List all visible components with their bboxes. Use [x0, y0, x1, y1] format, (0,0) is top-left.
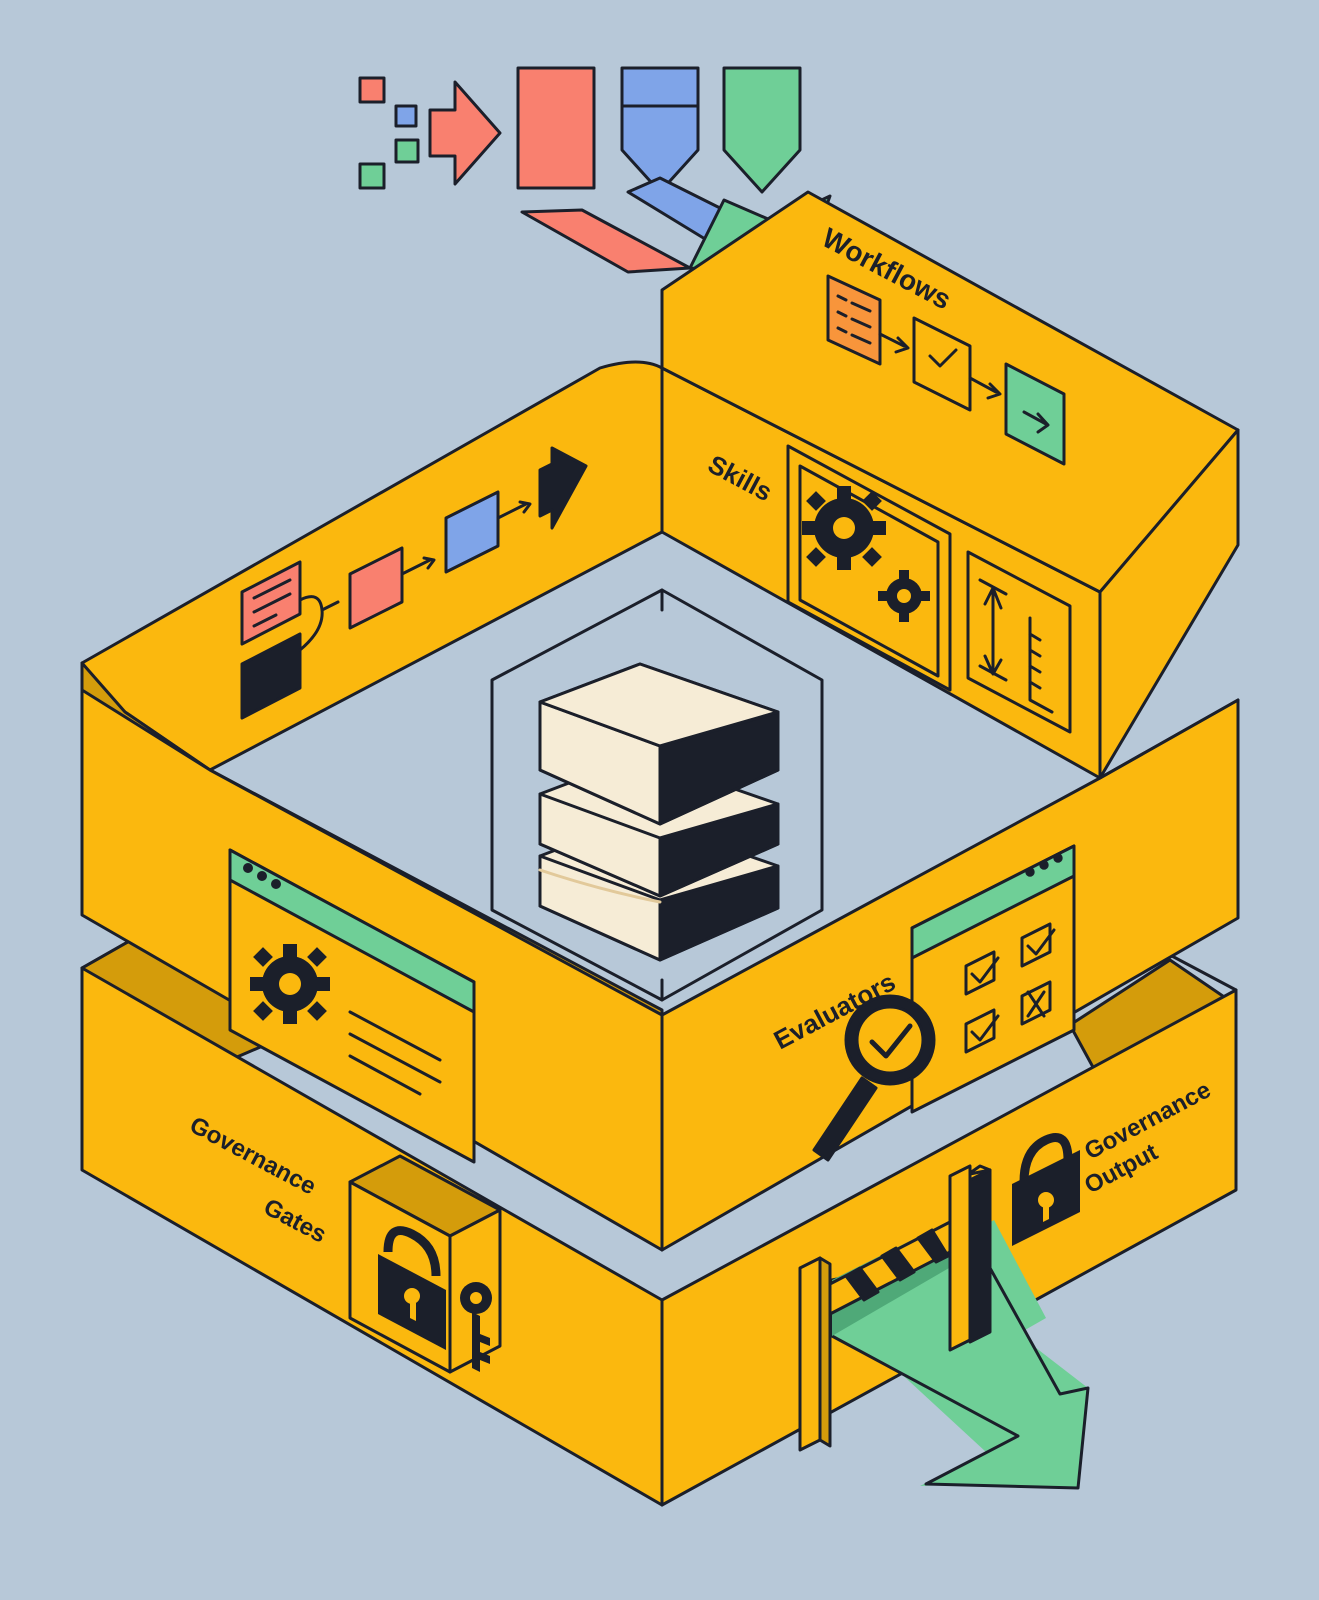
- flow-block-red: [348, 546, 404, 630]
- input-block-blue: [620, 66, 700, 194]
- input-arrow-red: [428, 80, 502, 186]
- skills-gear-icon: [802, 486, 930, 622]
- flow-arrow-black: [538, 446, 588, 530]
- input-square-green: [394, 138, 420, 164]
- skills-measure-icon: [966, 550, 1072, 734]
- output-lock-icon: [1012, 1133, 1080, 1246]
- evaluators-magnifier-icon: [812, 994, 936, 1162]
- input-square-red: [358, 76, 386, 104]
- flow-block-black: [240, 632, 302, 720]
- workflow-checklist-icon: [826, 274, 882, 366]
- evaluators-checklist-panel: [910, 844, 1076, 1114]
- flow-block-blue: [444, 490, 500, 574]
- core-layers-icon: [538, 662, 780, 962]
- input-square-blue: [394, 104, 418, 128]
- gates-key-icon: [460, 1282, 492, 1372]
- workflow-next-icon: [1004, 362, 1066, 466]
- config-gear-icon: [250, 944, 330, 1024]
- output-barrier-icon: [798, 1164, 992, 1452]
- input-stream-red: [520, 208, 692, 274]
- input-square-green-2: [358, 162, 386, 190]
- gates-lock-icon: [378, 1226, 446, 1350]
- flow-doc-red: [240, 560, 302, 646]
- input-block-green: [722, 66, 802, 194]
- output-arrow-icon: [830, 1220, 1090, 1490]
- config-window-panel: [228, 848, 476, 1164]
- input-blocks: [358, 66, 832, 282]
- input-block-red: [516, 66, 596, 190]
- workflow-check-icon: [912, 316, 972, 412]
